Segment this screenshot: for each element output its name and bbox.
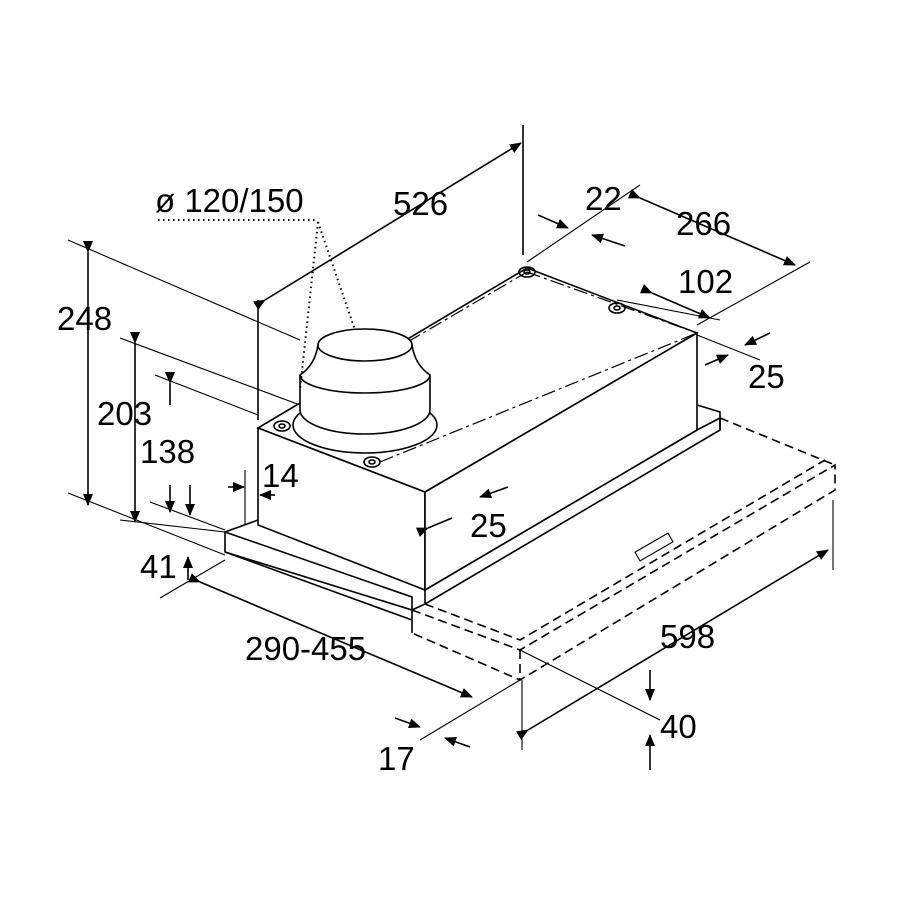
label-526: 526 [393, 185, 448, 222]
label-102: 102 [678, 263, 733, 300]
label-40: 40 [660, 708, 697, 745]
duct-collar [292, 328, 438, 454]
label-248: 248 [57, 300, 112, 337]
dimension-lines [67, 125, 834, 770]
label-138: 138 [140, 433, 195, 470]
label-14: 14 [262, 457, 299, 494]
mounting-holes [273, 266, 626, 468]
label-290-455: 290-455 [245, 630, 366, 667]
dimension-labels: ø 120/150 526 22 266 102 25 248 203 138 … [57, 180, 785, 777]
label-25-front: 25 [470, 507, 507, 544]
label-17: 17 [378, 740, 415, 777]
label-25-right: 25 [748, 358, 785, 395]
label-41: 41 [140, 548, 177, 585]
label-22: 22 [585, 180, 622, 217]
label-203: 203 [97, 395, 152, 432]
label-duct-diameter: ø 120/150 [155, 182, 304, 219]
label-598: 598 [660, 618, 715, 655]
label-266: 266 [676, 205, 731, 242]
